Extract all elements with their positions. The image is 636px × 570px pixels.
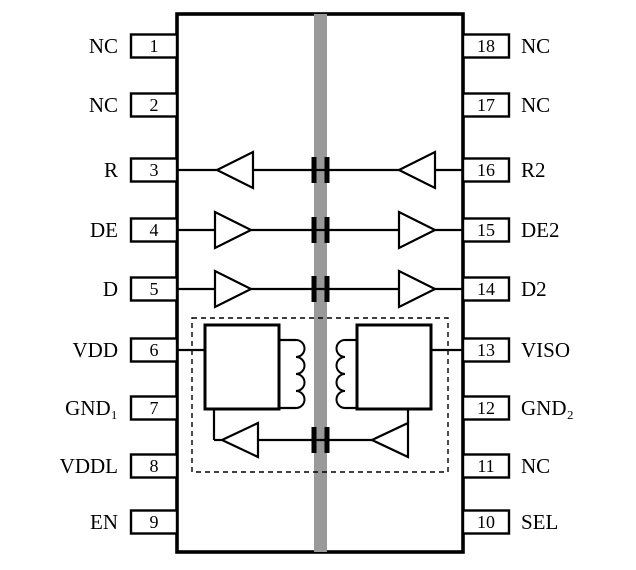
pin-right-17: 17 xyxy=(461,92,511,118)
pin-box xyxy=(129,33,179,59)
dcdc-secondary-block xyxy=(355,323,433,411)
pin-left-9: 9 xyxy=(129,509,179,535)
isolation-coupler-mark xyxy=(311,217,317,243)
pin-right-13-label: VISO xyxy=(521,338,570,362)
pin-right-14-label: D2 xyxy=(521,277,547,301)
pin-right-17-label: NC xyxy=(521,93,550,117)
pin-box xyxy=(129,157,179,183)
pin-left-1-label: NC xyxy=(89,34,118,58)
buffer-r-left-icon xyxy=(214,150,255,190)
pin-number: 2 xyxy=(150,95,159,115)
pin-number: 13 xyxy=(477,340,495,360)
pin-box xyxy=(461,395,511,421)
pin-right-14: 14 xyxy=(461,276,511,302)
pin-number: 10 xyxy=(477,512,495,532)
buffer-d-right-icon xyxy=(397,269,438,309)
pin-right-16: 16 xyxy=(461,157,511,183)
pin-number: 4 xyxy=(150,220,159,240)
pin-right-10-label: SEL xyxy=(521,510,558,534)
isolation-coupler-mark xyxy=(311,427,317,453)
pin-number: 18 xyxy=(477,36,495,56)
pin-left-4-label: DE xyxy=(90,218,118,242)
pin-number: 14 xyxy=(477,279,495,299)
pin-right-15: 15 xyxy=(461,217,511,243)
isolation-coupler-mark xyxy=(324,427,330,453)
pin-box xyxy=(461,92,511,118)
pin-right-13: 13 xyxy=(461,337,511,363)
pin-right-10: 10 xyxy=(461,509,511,535)
buffer-de-left-icon xyxy=(213,210,254,250)
isolation-coupler-mark xyxy=(324,217,330,243)
buffer-feedback-right-icon xyxy=(369,421,410,459)
pin-right-12-label: GND₂ xyxy=(521,396,574,420)
pin-box xyxy=(129,92,179,118)
pin-box xyxy=(129,217,179,243)
pin-box xyxy=(461,453,511,479)
pin-box xyxy=(461,217,511,243)
pin-right-11: 11 xyxy=(461,453,511,479)
pin-number: 11 xyxy=(477,456,494,476)
pin-number: 16 xyxy=(477,160,495,180)
pin-right-11-label: NC xyxy=(521,454,550,478)
pin-left-2-label: NC xyxy=(89,93,118,117)
pin-left-6-label: VDD xyxy=(73,338,119,362)
pin-right-18: 18 xyxy=(461,33,511,59)
dcdc-primary-block xyxy=(203,323,281,411)
pin-left-6: 6 xyxy=(129,337,179,363)
pin-box xyxy=(461,509,511,535)
pin-number: 3 xyxy=(150,160,159,180)
pin-left-3: 3 xyxy=(129,157,179,183)
pin-right-12: 12 xyxy=(461,395,511,421)
pin-box xyxy=(461,157,511,183)
isolation-coupler-mark xyxy=(311,276,317,302)
pin-left-5-label: D xyxy=(103,277,118,301)
pin-left-1: 1 xyxy=(129,33,179,59)
pin-left-8-label: VDDL xyxy=(60,454,118,478)
pin-number: 7 xyxy=(150,398,159,418)
buffer-de-right-icon xyxy=(397,210,438,250)
pin-box xyxy=(129,276,179,302)
power-section-dashed-box xyxy=(191,317,449,473)
transformer-primary-winding-icon xyxy=(295,339,306,409)
pin-box xyxy=(461,337,511,363)
buffer-d-left-icon xyxy=(213,269,254,309)
pin-left-5: 5 xyxy=(129,276,179,302)
pin-box xyxy=(129,509,179,535)
pin-number: 12 xyxy=(477,398,495,418)
pin-right-18-label: NC xyxy=(521,34,550,58)
pin-left-7-label: GND₁ xyxy=(65,396,118,420)
pin-box xyxy=(461,276,511,302)
pin-left-2: 2 xyxy=(129,92,179,118)
pin-number: 15 xyxy=(477,220,495,240)
pin-number: 6 xyxy=(150,340,159,360)
isolation-coupler-mark xyxy=(324,157,330,183)
pin-right-15-label: DE2 xyxy=(521,218,560,242)
buffer-r-right-icon xyxy=(396,150,437,190)
buffer-feedback-left-icon xyxy=(219,421,260,459)
isolation-barrier xyxy=(314,14,327,552)
pin-number: 9 xyxy=(150,512,159,532)
pin-left-8: 8 xyxy=(129,453,179,479)
pin-box xyxy=(129,395,179,421)
pin-number: 8 xyxy=(150,456,159,476)
pin-left-3-label: R xyxy=(104,158,118,182)
pin-box xyxy=(129,337,179,363)
pin-number: 5 xyxy=(150,279,159,299)
pin-left-7: 7 xyxy=(129,395,179,421)
pin-number: 17 xyxy=(477,95,495,115)
pin-box xyxy=(129,453,179,479)
transformer-secondary-winding-icon xyxy=(335,339,346,409)
pin-box xyxy=(461,33,511,59)
pin-left-4: 4 xyxy=(129,217,179,243)
isolation-coupler-mark xyxy=(311,157,317,183)
pin-left-9-label: EN xyxy=(90,510,118,534)
pin-number: 1 xyxy=(150,36,159,56)
pin-right-16-label: R2 xyxy=(521,158,546,182)
isolation-coupler-mark xyxy=(324,276,330,302)
